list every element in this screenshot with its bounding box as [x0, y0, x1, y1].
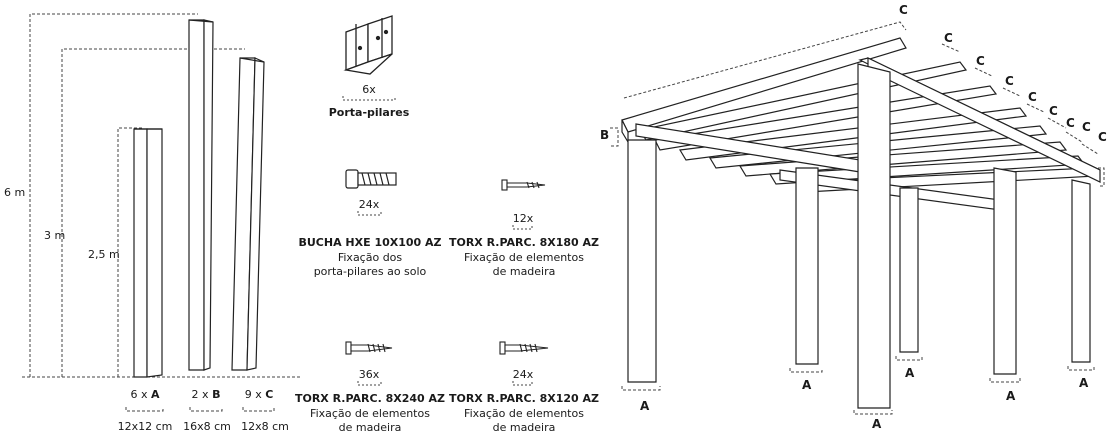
screw-180-desc-1: Fixação de elementos: [464, 251, 584, 264]
anchor-qty: 24x: [358, 198, 380, 211]
beam-b-qty: 2 x: [191, 388, 209, 401]
beam-a-section: 12x12 cm: [117, 420, 173, 433]
pergola-label-a-1: A: [640, 399, 650, 413]
beam-a-qty: 6 x: [130, 388, 148, 401]
beam-c-section: 12x8 cm: [241, 420, 289, 433]
beam-a-count: 6 x A: [130, 388, 159, 401]
beam-c-code: C: [265, 388, 274, 401]
pergola-drawing: [621, 37, 1101, 409]
pergola-label-a-6: A: [1079, 376, 1089, 390]
anchor-bolt-icon: [345, 169, 397, 189]
beam-a-drawing: [133, 128, 163, 378]
beam-a-code: A: [151, 388, 160, 401]
screw-120-icon: [499, 341, 549, 355]
pergola-label-c-2: C: [944, 31, 953, 45]
screw-180-icon: [501, 179, 546, 191]
pergola-label-c-3: C: [976, 54, 985, 68]
pergola-label-a-3: A: [905, 366, 915, 380]
screw-240-icon: [345, 341, 393, 355]
pergola-label-c-5: C: [1028, 90, 1037, 104]
beam-c-qty: 9 x: [244, 388, 262, 401]
pergola-guides: [610, 21, 1105, 415]
dimension-3m: 3 m: [44, 229, 66, 242]
pergola-label-c-4: C: [1005, 74, 1014, 88]
beam-c-count: 9 x C: [245, 388, 274, 401]
pergola-label-c-6: C: [1049, 104, 1058, 118]
screw-180-qty: 12x: [512, 212, 534, 225]
screw-180-desc-2: de madeira: [492, 265, 556, 278]
screw-120-qty: 24x: [512, 368, 534, 381]
beam-b-count: 2 x B: [192, 388, 221, 401]
bracket-qty: 6x: [362, 83, 376, 96]
beam-b-section: 16x8 cm: [183, 420, 231, 433]
pergola-label-c-7: C: [1066, 116, 1075, 130]
pergola-label-c-8: C: [1082, 120, 1091, 134]
dimension-6m: 6 m: [4, 186, 26, 199]
screw-240-name: TORX R.PARC. 8X240 AZ: [294, 392, 446, 405]
screw-120-name: TORX R.PARC. 8X120 AZ: [448, 392, 600, 405]
beam-c-drawing: [231, 57, 265, 371]
screw-240-desc-2: de madeira: [338, 421, 402, 434]
beam-b-drawing: [188, 19, 214, 371]
beam-b-code: B: [212, 388, 221, 401]
pergola-label-c-1: C: [899, 3, 908, 17]
pergola-label-b: B: [600, 128, 610, 142]
anchor-name: BUCHA HXE 10X100 AZ: [298, 236, 442, 249]
anchor-desc-2: porta-pilares ao solo: [313, 265, 427, 278]
bracket-name: Porta-pilares: [328, 106, 410, 119]
height-guides: [22, 13, 300, 412]
screw-240-qty: 36x: [358, 368, 380, 381]
screw-180-name: TORX R.PARC. 8X180 AZ: [448, 236, 600, 249]
screw-120-desc-2: de madeira: [492, 421, 556, 434]
pergola-label-c-9: C: [1098, 130, 1107, 144]
pergola-label-a-2: A: [802, 378, 812, 392]
bracket-icon: [343, 15, 393, 75]
dimension-2-5m: 2,5 m: [88, 248, 120, 261]
pergola-label-a-5: A: [1006, 389, 1016, 403]
pergola-label-a-4: A: [872, 417, 882, 431]
anchor-desc-1: Fixação dos: [337, 251, 403, 264]
screw-120-desc-1: Fixação de elementos: [464, 407, 584, 420]
screw-240-desc-1: Fixação de elementos: [310, 407, 430, 420]
